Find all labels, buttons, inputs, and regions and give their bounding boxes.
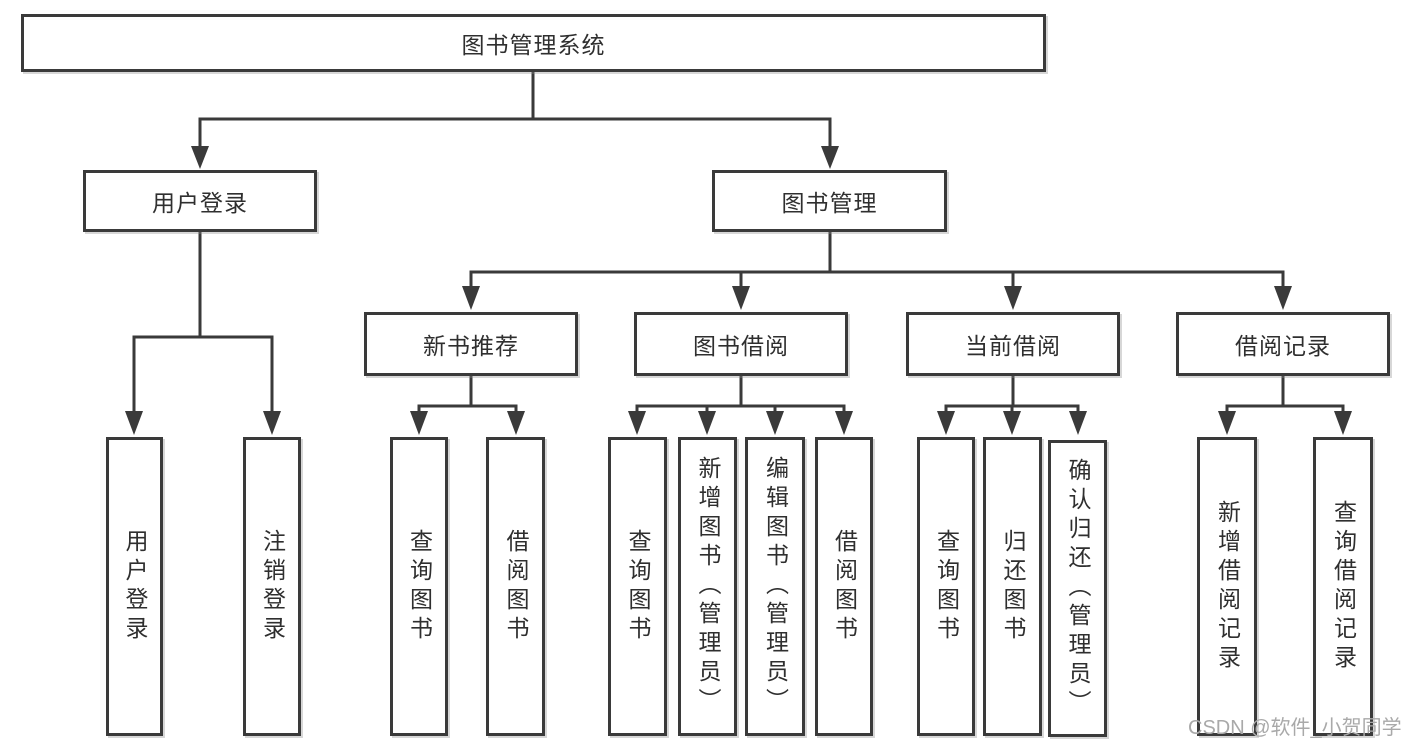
arrow-down-icon <box>1069 411 1087 435</box>
arrow-down-icon <box>191 146 209 169</box>
arrow-down-icon <box>937 411 955 435</box>
leaf-label: 注销登录 <box>259 528 286 645</box>
leaf-label: 归还图书 <box>1000 528 1026 645</box>
leaf-cb-query-books: 查询图书 <box>917 437 975 736</box>
leaf-bb-query-books: 查询图书 <box>608 437 667 736</box>
node-label: 用户登录 <box>152 190 248 216</box>
connector-user-login <box>132 232 274 413</box>
leaf-bb-add-books-admin: 新增图书（管理员） <box>678 437 737 736</box>
arrow-down-icon <box>410 411 428 435</box>
leaf-label: 编辑图书（管理员） <box>762 456 789 717</box>
arrow-down-icon <box>698 411 716 435</box>
arrow-down-icon <box>1218 411 1236 435</box>
leaf-label: 新增图书（管理员） <box>695 456 721 717</box>
node-user-login: 用户登录 <box>83 170 317 232</box>
connector-new-book-recommendation <box>417 376 518 413</box>
leaf-logout: 注销登录 <box>243 437 301 736</box>
leaf-label: 用户登录 <box>122 528 148 645</box>
connector-book-management <box>469 232 1285 288</box>
leaf-cb-return-books: 归还图书 <box>983 437 1042 736</box>
leaf-bb-edit-books-admin: 编辑图书（管理员） <box>745 437 805 736</box>
leaf-nbr-query-books: 查询图书 <box>390 437 448 736</box>
arrow-down-icon <box>628 411 646 435</box>
node-book-borrowing: 图书借阅 <box>634 312 848 376</box>
node-new-book-recommendation: 新书推荐 <box>364 312 578 376</box>
leaf-label: 查询借阅记录 <box>1330 499 1357 674</box>
node-label: 图书借阅 <box>693 333 789 359</box>
leaf-br-add-record: 新增借阅记录 <box>1197 437 1257 736</box>
arrow-down-icon <box>462 286 480 310</box>
connector-borrowing-records <box>1225 376 1345 413</box>
leaf-label: 借阅图书 <box>831 528 858 645</box>
connector-book-borrowing <box>635 376 846 413</box>
arrow-down-icon <box>835 411 853 435</box>
node-label: 新书推荐 <box>423 333 519 359</box>
leaf-label: 查询图书 <box>933 528 960 645</box>
node-label: 图书管理系统 <box>461 32 606 58</box>
node-label: 图书管理 <box>781 190 878 216</box>
node-label: 当前借阅 <box>965 333 1061 359</box>
node-borrowing-records: 借阅记录 <box>1176 312 1390 376</box>
arrow-down-icon <box>732 286 750 310</box>
node-library-management-system: 图书管理系统 <box>21 14 1046 72</box>
arrow-down-icon <box>1003 411 1021 435</box>
leaf-user-login: 用户登录 <box>106 437 163 736</box>
leaf-label: 查询图书 <box>625 528 651 645</box>
leaf-cb-confirm-return-admin: 确认归还（管理员） <box>1048 440 1107 737</box>
arrow-down-icon <box>507 411 525 435</box>
csdn-watermark: CSDN @软件_小贺同学 <box>1188 717 1402 739</box>
leaf-bb-borrow-books: 借阅图书 <box>815 437 873 736</box>
arrow-down-icon <box>125 411 143 435</box>
arrow-down-icon <box>1274 286 1292 310</box>
node-label: 借阅记录 <box>1235 333 1331 359</box>
leaf-label: 借阅图书 <box>503 528 529 645</box>
connector-root-to-level2 <box>198 72 832 148</box>
leaf-label: 新增借阅记录 <box>1214 499 1241 674</box>
arrow-down-icon <box>1334 411 1352 435</box>
node-current-borrowing: 当前借阅 <box>906 312 1120 376</box>
leaf-label: 确认归还（管理员） <box>1065 458 1091 719</box>
leaf-nbr-borrow-books: 借阅图书 <box>486 437 545 736</box>
arrow-down-icon <box>1004 286 1022 310</box>
leaf-label: 查询图书 <box>406 528 433 645</box>
arrow-down-icon <box>766 411 784 435</box>
leaf-br-query-record: 查询借阅记录 <box>1313 437 1373 736</box>
node-book-management: 图书管理 <box>712 170 947 232</box>
connector-current-borrowing <box>944 376 1080 413</box>
arrow-down-icon <box>263 411 281 435</box>
arrow-down-icon <box>821 146 839 169</box>
